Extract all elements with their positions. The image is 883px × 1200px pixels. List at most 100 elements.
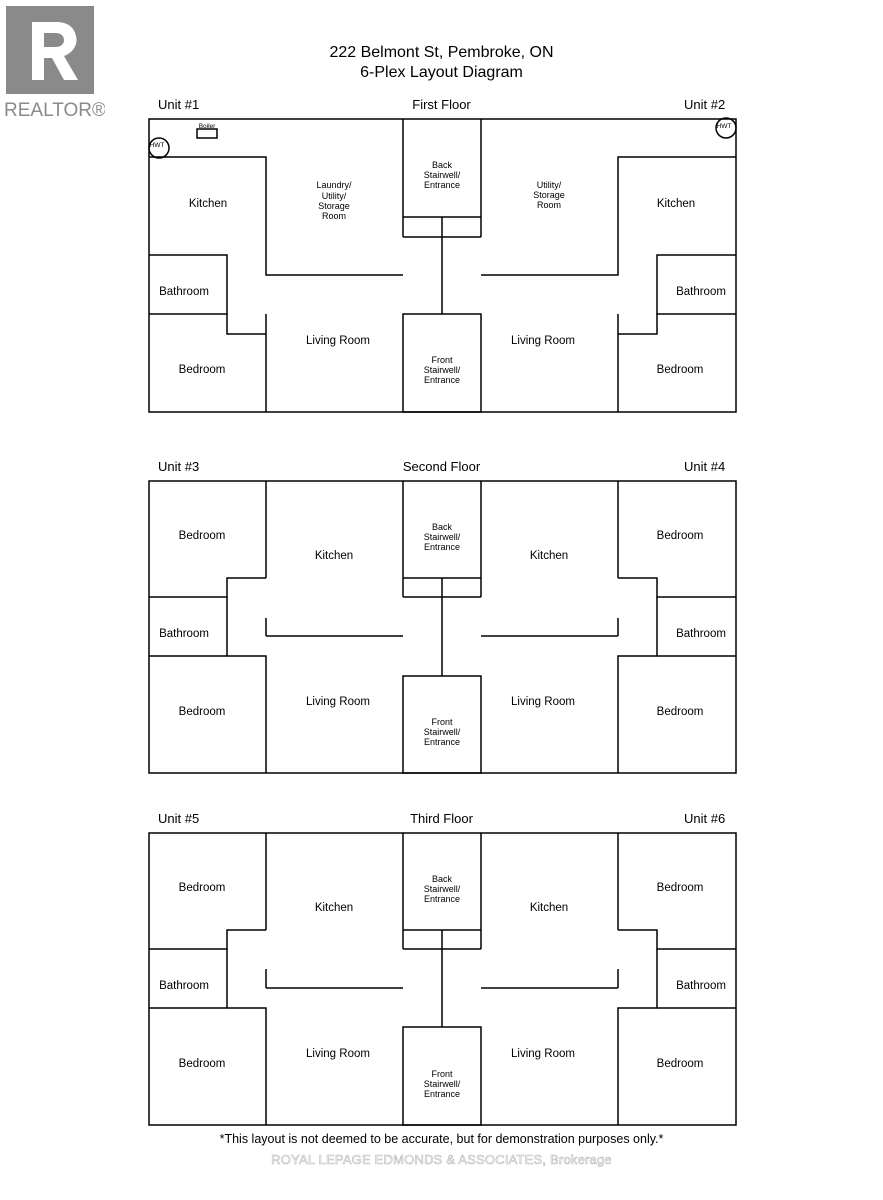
f1-left-kitchen-label: Kitchen [189, 198, 227, 210]
third-floor-left-bath-wall [149, 949, 228, 1009]
second-floor-front-stair [402, 675, 482, 774]
f3-left-bathroom-label: Bathroom [159, 980, 209, 992]
first-floor-right-bath-wall [656, 254, 736, 315]
f2-front-stair-label-3: Entrance [424, 737, 460, 747]
diagram-title-line1: 222 Belmont St, Pembroke, ON [329, 44, 554, 61]
first-floor-plan [148, 117, 737, 413]
boiler-icon [196, 128, 218, 139]
f3-left-bedroom-top-label: Bedroom [179, 882, 226, 894]
f2-right-bathroom-label: Bathroom [676, 628, 726, 640]
floor3-name: Third Floor [410, 811, 473, 826]
hwt-right-tank-icon [715, 117, 737, 139]
f1-front-stair-label-2: Stairwell/ [424, 365, 461, 375]
floor1-right-unit: Unit #2 [684, 97, 726, 112]
first-floor-left-bath-wall [149, 254, 228, 315]
f1-right-living-label: Living Room [511, 335, 575, 347]
f2-left-kitchen-label: Kitchen [315, 550, 353, 562]
f3-left-living-label: Living Room [306, 1048, 370, 1060]
hwt-left-label: HWT [150, 142, 165, 149]
f1-left-utility-label-4: Room [322, 211, 346, 221]
f2-right-bedroom-bottom-label: Bedroom [657, 706, 704, 718]
f3-right-bedroom-top-label: Bedroom [657, 882, 704, 894]
floor1-name: First Floor [412, 97, 471, 112]
f3-front-stair-label-3: Entrance [424, 1089, 460, 1099]
third-floor-front-stair [402, 1026, 482, 1126]
f1-right-utility-label-3: Room [537, 200, 561, 210]
f2-back-stair-label-2: Stairwell/ [424, 532, 461, 542]
floor1-left-unit: Unit #1 [158, 97, 200, 112]
f1-right-utility-label-2: Storage [533, 190, 565, 200]
hwt-right-label: HWT [717, 123, 732, 130]
f3-front-stair-label-1: Front [431, 1069, 453, 1079]
f2-left-bathroom-label: Bathroom [159, 628, 209, 640]
second-floor-left-bedroom2-wall [227, 655, 267, 773]
f1-back-stair-label-1: Back [432, 160, 453, 170]
second-floor-left-bedroom-bottom [149, 577, 266, 598]
f1-back-stair-label-3: Entrance [424, 180, 460, 190]
f1-left-utility-label-2: Utility/ [322, 191, 347, 201]
f1-right-bedroom-label: Bedroom [657, 364, 704, 376]
f2-front-stair-label-1: Front [431, 717, 453, 727]
f2-left-bedroom-top-label: Bedroom [179, 530, 226, 542]
third-floor-right-bedroom-bottom [618, 929, 736, 950]
f1-left-living-label: Living Room [306, 335, 370, 347]
second-floor-right-bedroom-bottom [618, 577, 736, 598]
third-floor-right-bath-wall [656, 949, 736, 1009]
first-floor-front-stair [402, 313, 482, 413]
f3-left-bedroom-bottom-label: Bedroom [179, 1058, 226, 1070]
brokerage-watermark: ROYAL LEPAGE EDMONDS & ASSOCIATES, Broke… [271, 1152, 612, 1168]
first-floor-left-bath-jog [226, 314, 266, 335]
f2-left-bedroom-bottom-label: Bedroom [179, 706, 226, 718]
f1-front-stair-label-1: Front [431, 355, 453, 365]
f3-back-stair-label-2: Stairwell/ [424, 884, 461, 894]
third-floor-left-bedroom-bottom [149, 929, 266, 950]
f3-left-kitchen-label: Kitchen [315, 902, 353, 914]
f3-back-stair-label-1: Back [432, 874, 453, 884]
disclaimer-text: *This layout is not deemed to be accurat… [219, 1132, 664, 1146]
f3-right-kitchen-label: Kitchen [530, 902, 568, 914]
boiler-label: Boiler [199, 123, 216, 130]
f1-back-stair-label-2: Stairwell/ [424, 170, 461, 180]
f3-right-bedroom-bottom-label: Bedroom [657, 1058, 704, 1070]
f2-right-living-label: Living Room [511, 696, 575, 708]
second-floor-right-bedroom2-wall [617, 655, 657, 773]
f1-left-bedroom-label: Bedroom [179, 364, 226, 376]
f2-right-bedroom-top-label: Bedroom [657, 530, 704, 542]
f1-right-bathroom-label: Bathroom [676, 286, 726, 298]
diagram-title-line2: 6-Plex Layout Diagram [360, 64, 523, 81]
realtor-logo: REALTOR® [0, 0, 106, 125]
first-floor-left-utility-wall [149, 156, 403, 276]
hwt-left-tank-icon [148, 137, 170, 159]
third-floor-left-bedroom2-wall [227, 1007, 267, 1125]
f3-back-stair-label-3: Entrance [424, 894, 460, 904]
first-floor-right-utility-wall [481, 156, 736, 276]
floor3-left-unit: Unit #5 [158, 811, 200, 826]
f1-left-utility-label-3: Storage [318, 201, 350, 211]
second-floor-left-bath-wall [149, 597, 228, 657]
f3-right-living-label: Living Room [511, 1048, 575, 1060]
second-floor-plan [148, 480, 737, 774]
f2-left-living-label: Living Room [306, 696, 370, 708]
f1-left-bathroom-label: Bathroom [159, 286, 209, 298]
f1-left-utility-label-1: Laundry/ [316, 180, 352, 190]
first-floor-right-bath-jog [618, 314, 658, 335]
f2-back-stair-label-1: Back [432, 522, 453, 532]
f2-front-stair-label-2: Stairwell/ [424, 727, 461, 737]
floor2-name: Second Floor [402, 459, 481, 474]
f3-front-stair-label-2: Stairwell/ [424, 1079, 461, 1089]
realtor-wordmark: REALTOR® [4, 100, 105, 121]
floor2-left-unit: Unit #3 [158, 459, 200, 474]
third-floor-plan [148, 832, 737, 1126]
f2-right-kitchen-label: Kitchen [530, 550, 568, 562]
f2-back-stair-label-3: Entrance [424, 542, 460, 552]
floor2-right-unit: Unit #4 [684, 459, 726, 474]
realtor-r-icon [32, 22, 78, 80]
floor3-right-unit: Unit #6 [684, 811, 726, 826]
f1-front-stair-label-3: Entrance [424, 375, 460, 385]
third-floor-right-bedroom2-wall [617, 1007, 657, 1125]
f3-right-bathroom-label: Bathroom [676, 980, 726, 992]
f1-right-utility-label-1: Utility/ [537, 180, 562, 190]
f1-right-kitchen-label: Kitchen [657, 198, 695, 210]
second-floor-right-bath-wall [656, 597, 736, 657]
